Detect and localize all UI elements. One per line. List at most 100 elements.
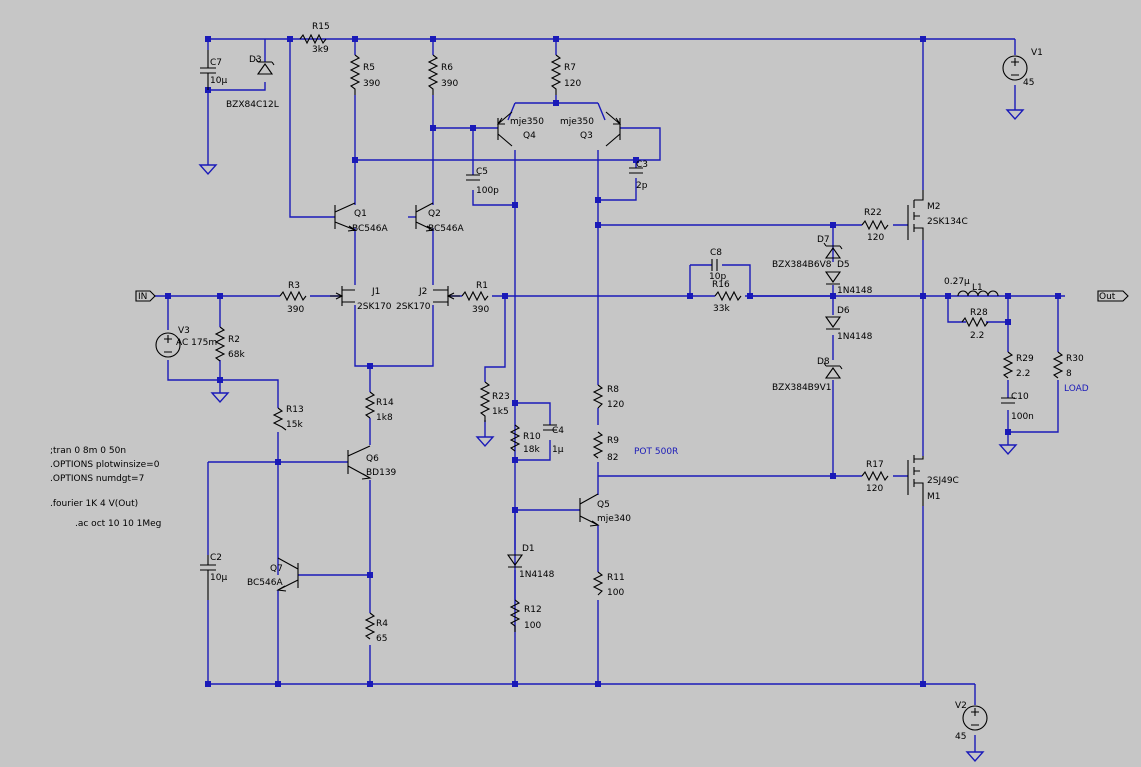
label-v2-name: V2 (955, 701, 967, 711)
label-r12-name: R12 (524, 605, 542, 615)
zener-d7 (823, 242, 843, 259)
resistor-r7 (550, 54, 562, 95)
label-v1-value: 45 (1023, 78, 1034, 88)
label-r10-value: 18k (523, 445, 540, 455)
capacitors (200, 50, 1015, 600)
label-r15-name: R15 (312, 22, 330, 32)
resistor-r13 (272, 407, 287, 431)
label-q4-value: mje350 (510, 117, 544, 127)
label-r7-name: R7 (564, 63, 576, 73)
label-q1-value: BC546A (352, 224, 388, 234)
label-j2-value: 2SK170 (396, 302, 431, 312)
label-c7-value: 10µ (210, 76, 227, 86)
resistor-r6 (427, 54, 439, 95)
jfet-j2 (433, 286, 460, 306)
label-c3-value: 2p (636, 181, 648, 191)
label-d6-name: D6 (837, 306, 850, 316)
capacitor-c5 (466, 174, 480, 181)
label-c7-name: C7 (210, 58, 222, 68)
label-r2-value: 68k (228, 350, 245, 360)
label-pot: POT 500R (634, 447, 678, 457)
label-c4-name: C4 (552, 426, 564, 436)
label-c4-value: 1µ (552, 445, 564, 455)
transistor-q1 (334, 202, 357, 232)
label-c8-name: C8 (710, 248, 722, 258)
resistor-r2 (214, 326, 226, 362)
capacitor-c7 (200, 50, 216, 90)
directive-ac: .ac oct 10 10 1Meg (75, 519, 161, 529)
diode-d5 (824, 271, 842, 285)
label-v1-name: V1 (1031, 48, 1043, 58)
label-r17-name: R17 (866, 460, 884, 470)
resistor-r9 (592, 431, 604, 459)
label-r4-value: 65 (376, 634, 387, 644)
label-r11-name: R11 (607, 573, 625, 583)
resistor-r28 (961, 316, 989, 328)
label-d8-value: BZX384B9V1 (772, 383, 831, 393)
label-d3-name: D3 (249, 55, 262, 65)
resistor-r10 (509, 424, 521, 452)
resistor-r4 (364, 612, 376, 640)
voltage-source-v2 (962, 705, 988, 731)
label-j1-name: J1 (371, 287, 380, 297)
mosfet-m1 (907, 455, 924, 506)
transistor-q7 (276, 557, 299, 592)
capacitor-c3 (629, 167, 643, 174)
label-q7-name: Q7 (270, 564, 283, 574)
label-d7-value: BZX384B6V8 (772, 260, 832, 270)
directive-numdgt: .OPTIONS numdgt=7 (50, 474, 144, 484)
voltage-source-v1 (1002, 55, 1028, 81)
label-r13-value: 15k (286, 420, 303, 430)
label-r6-name: R6 (441, 63, 453, 73)
label-d1-value: 1N4148 (519, 570, 555, 580)
capacitor-c10 (1001, 397, 1015, 404)
label-q3-name: Q3 (580, 131, 593, 141)
capacitor-c8 (711, 259, 718, 271)
label-r29-name: R29 (1016, 354, 1034, 364)
label-r9-value: 82 (607, 453, 618, 463)
label-v3-name: V3 (178, 326, 190, 336)
label-r8-name: R8 (607, 385, 619, 395)
capacitor-c4 (543, 424, 557, 431)
transistor-q2 (415, 202, 435, 232)
label-c2-value: 10µ (210, 573, 227, 583)
resistor-r1 (461, 290, 489, 302)
resistor-r12 (509, 599, 521, 632)
directive-tran: ;tran 0 8m 0 50n (50, 446, 126, 456)
label-r7-value: 120 (564, 79, 581, 89)
inductor-l1 (957, 290, 999, 297)
resistor-r8 (592, 384, 604, 409)
label-load: LOAD (1064, 384, 1089, 394)
resistor-r23 (479, 381, 491, 422)
label-q4-name: Q4 (523, 131, 536, 141)
sources (155, 55, 1028, 731)
wires (155, 38, 1065, 752)
directive-fourier: .fourier 1K 4 V(Out) (50, 499, 138, 509)
label-r1-value: 390 (472, 305, 489, 315)
label-c5-name: C5 (476, 167, 488, 177)
label-d1-name: D1 (522, 544, 535, 554)
label-r11-value: 100 (607, 588, 624, 598)
transistor-q4 (496, 111, 513, 147)
label-r1-name: R1 (476, 281, 488, 291)
resistor-r15 (299, 33, 327, 45)
label-r3-value: 390 (287, 305, 304, 315)
label-r30-value: 8 (1066, 369, 1072, 379)
label-d8-name: D8 (817, 357, 830, 367)
label-r23-value: 1k5 (492, 407, 509, 417)
directive-plotwinsize: .OPTIONS plotwinsize=0 (50, 460, 160, 470)
label-q5-value: mje340 (597, 514, 631, 524)
transistor-q5 (579, 493, 600, 527)
resistor-r3 (279, 290, 307, 302)
label-q3-value: mje350 (560, 117, 594, 127)
zener-d8 (823, 362, 843, 379)
label-q6-value: BD139 (366, 468, 397, 478)
label-q5-name: Q5 (597, 500, 610, 510)
label-r10-name: R10 (523, 432, 541, 442)
label-q1-name: Q1 (354, 209, 367, 219)
label-d5-name: D5 (837, 260, 850, 270)
label-r4-name: R4 (376, 619, 388, 629)
label-r8-value: 120 (607, 400, 624, 410)
resistor-r30 (1052, 351, 1064, 379)
